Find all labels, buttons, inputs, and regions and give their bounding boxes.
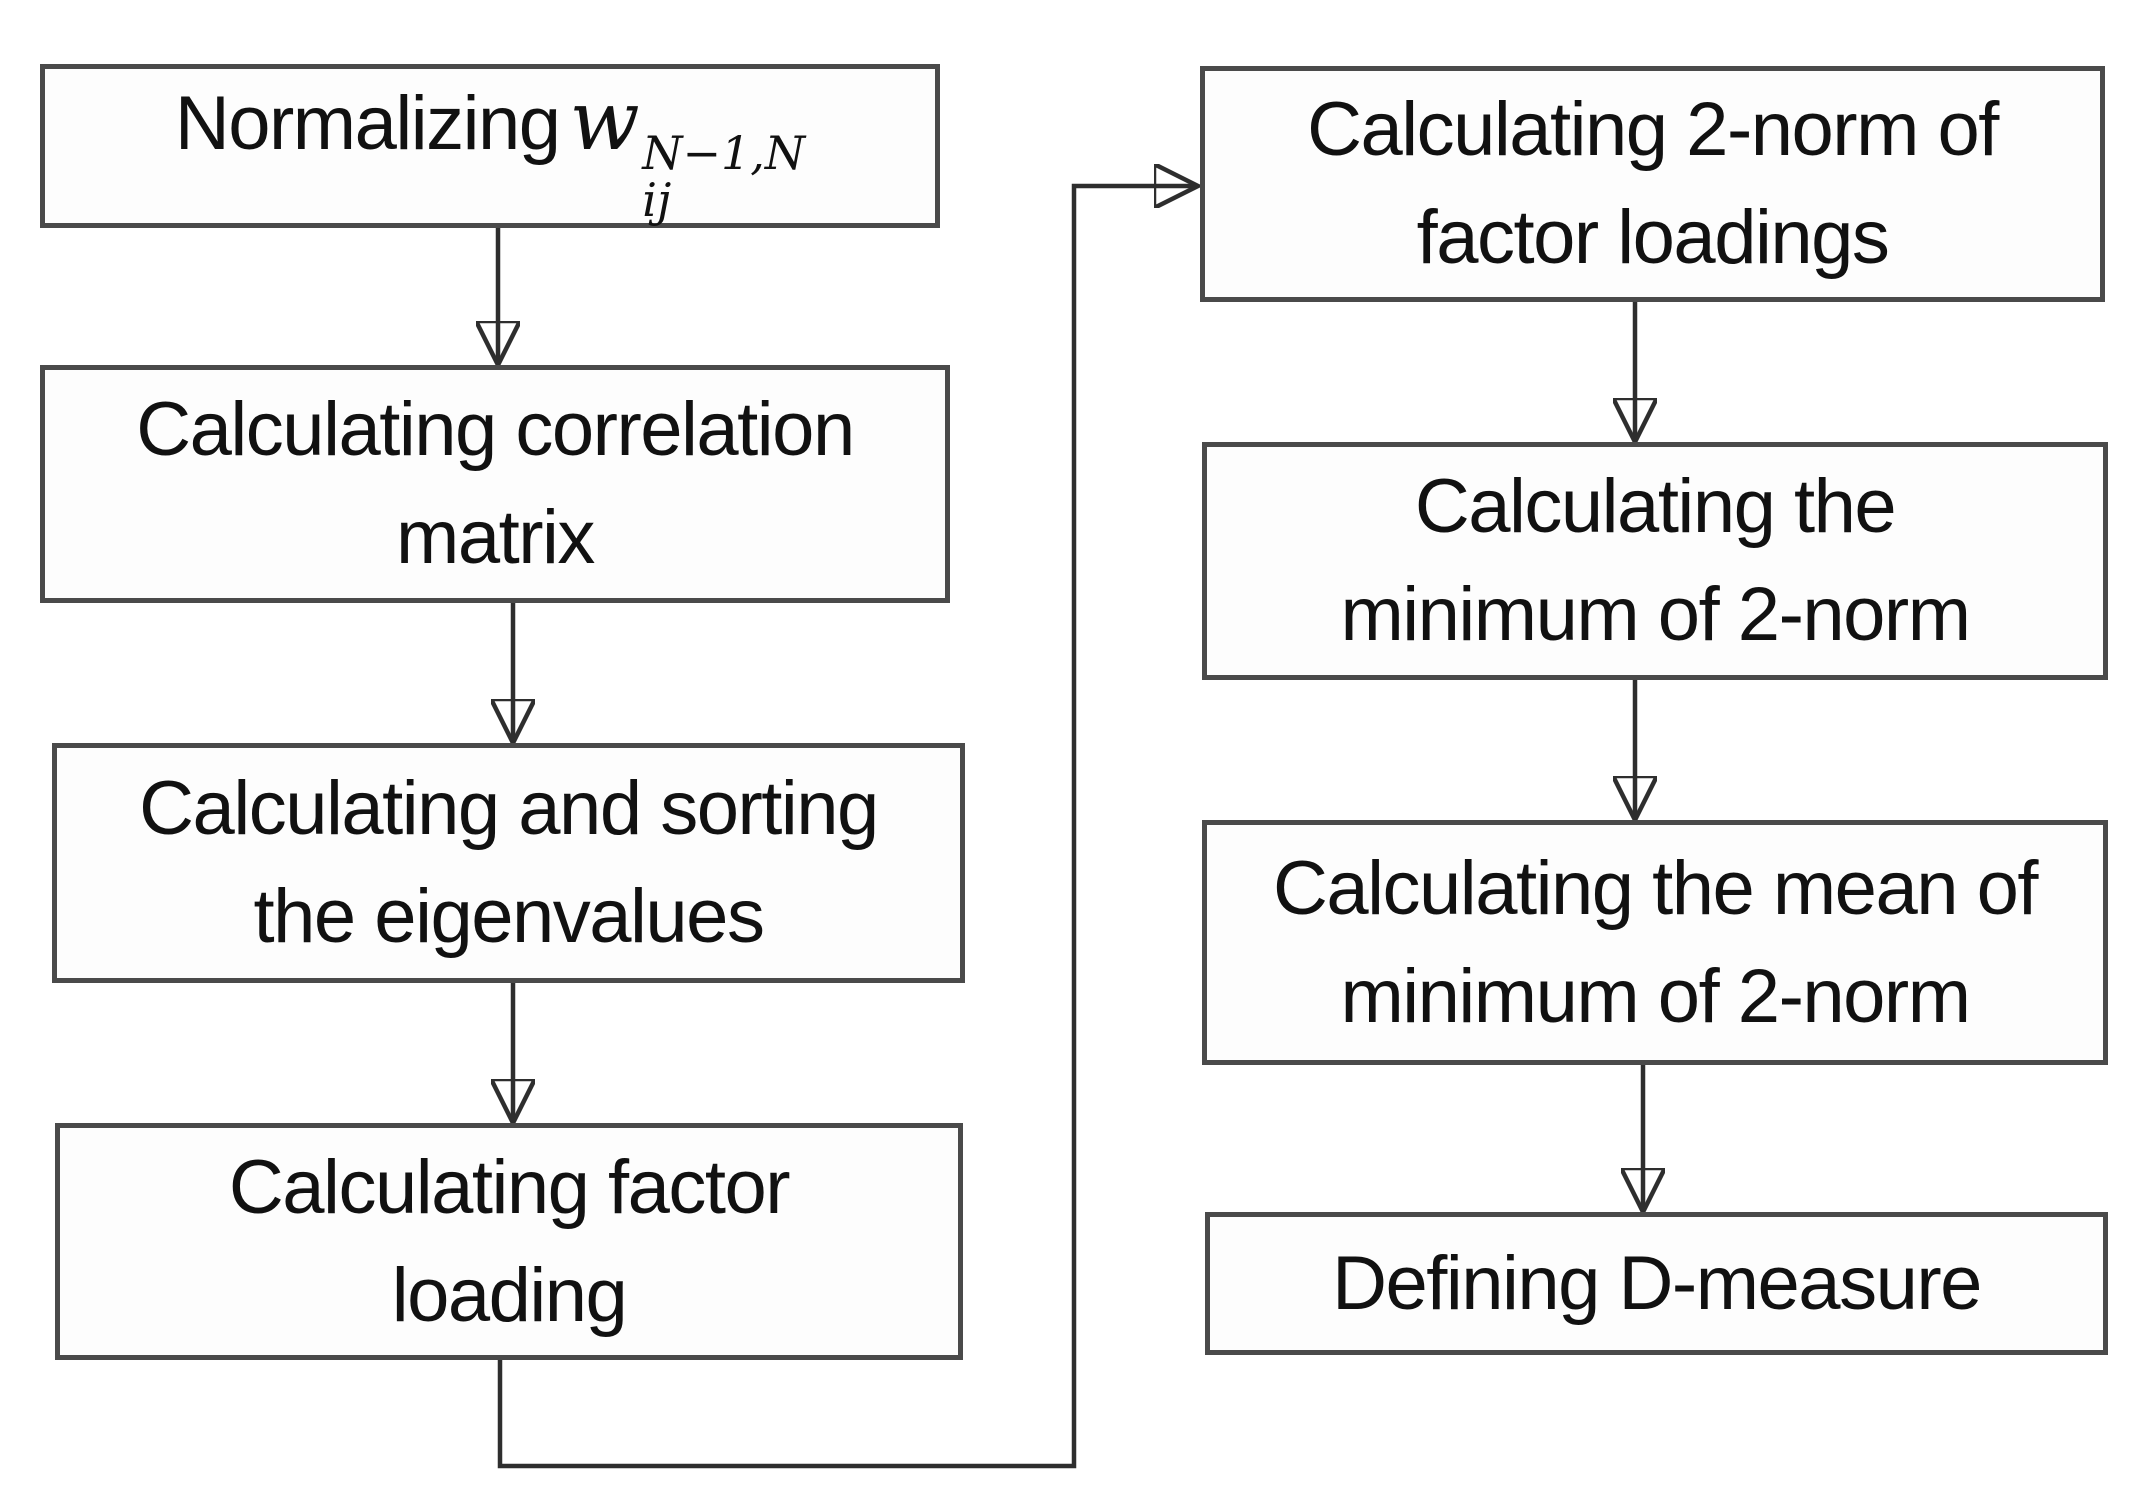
line-2: the eigenvalues xyxy=(253,874,765,959)
flow-box-factor-loading: Calculating factor loading xyxy=(55,1123,963,1360)
line-2: minimum of 2-norm xyxy=(1340,953,1971,1039)
flow-box-minimum-2norm-text: Calculating the minimum of 2-norm xyxy=(1340,453,1971,669)
line-1: Calculating the mean of xyxy=(1273,845,2038,931)
flow-box-correlation-text: Calculating correlation matrix xyxy=(136,376,855,592)
line-1: Calculating correlation xyxy=(136,387,855,472)
line-2: factor loadings xyxy=(1416,195,1890,280)
flow-box-d-measure-text: Defining D-measure xyxy=(1332,1230,1982,1338)
line-2: minimum of 2-norm xyxy=(1340,572,1971,657)
flow-box-mean-min-2norm-text: Calculating the mean of minimum of 2-nor… xyxy=(1273,835,2038,1051)
flow-box-two-norm: Calculating 2-norm of factor loadings xyxy=(1200,66,2105,302)
flow-box-two-norm-text: Calculating 2-norm of factor loadings xyxy=(1307,76,1999,292)
line-1: Calculating the xyxy=(1414,464,1897,549)
flow-box-minimum-2norm: Calculating the minimum of 2-norm xyxy=(1202,442,2108,680)
line-1: Calculating factor xyxy=(228,1144,791,1230)
formula-subscript: ij xyxy=(642,172,672,227)
line-2: matrix xyxy=(396,495,595,580)
line-2: loading xyxy=(391,1252,628,1338)
line-1: Defining D-measure xyxy=(1332,1240,1982,1326)
flow-box-d-measure: Defining D-measure xyxy=(1205,1212,2108,1355)
flow-box-normalizing-label: Normalizing xyxy=(174,81,561,167)
line-1: Calculating 2-norm of xyxy=(1307,87,1999,172)
formula-superscript: N−1,N xyxy=(642,125,806,180)
flow-box-eigenvalues-text: Calculating and sorting the eigenvalues xyxy=(139,755,879,971)
flow-box-correlation: Calculating correlation matrix xyxy=(40,365,950,603)
line-1: Calculating and sorting xyxy=(139,766,879,851)
flow-box-mean-min-2norm: Calculating the mean of minimum of 2-nor… xyxy=(1202,820,2108,1065)
flow-box-eigenvalues: Calculating and sorting the eigenvalues xyxy=(52,743,965,983)
formula-variable: w xyxy=(569,74,640,170)
flow-box-factor-loading-text: Calculating factor loading xyxy=(228,1134,791,1350)
